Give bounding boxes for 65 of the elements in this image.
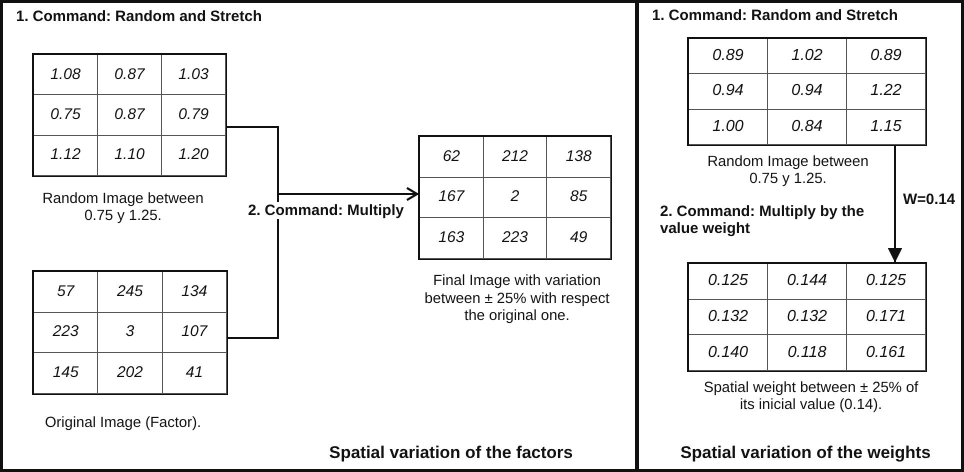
grid-cell: 3 — [98, 312, 163, 354]
grid-cell: 0.171 — [847, 300, 926, 336]
value-grid — [32, 53, 227, 177]
grid-cell: 212 — [484, 137, 548, 178]
grid-caption: Final Image with variation between ± 25% with respect the original one. — [424, 273, 610, 326]
grid-cell: 1.15 — [847, 110, 926, 145]
value-grid — [32, 270, 228, 395]
edge-label: 2. Command: Multiply — [247, 202, 405, 218]
grid-cell: 0.140 — [689, 335, 768, 371]
step-heading: 1. Command: Random and Stretch — [652, 6, 899, 24]
grid-caption: Original Image (Factor). — [44, 414, 202, 432]
grid-cell: 0.89 — [689, 39, 768, 74]
grid-cell: 245 — [98, 272, 163, 313]
grid-caption: Random Image between 0.75 y 1.25. — [706, 154, 870, 188]
grid-cell: 0.144 — [768, 264, 847, 300]
grid-cell: 1.02 — [768, 39, 847, 74]
grid-cell: 0.132 — [768, 300, 847, 336]
grid-cell: 0.132 — [689, 300, 768, 336]
grid-cell: 0.94 — [689, 74, 768, 110]
value-grid — [687, 262, 927, 372]
grid-cell: 0.118 — [768, 335, 847, 371]
value-grid — [418, 135, 612, 260]
grid-cell: 0.79 — [162, 95, 226, 136]
grid-cell: 167 — [420, 178, 484, 218]
connector-arrow — [888, 146, 902, 262]
step-heading: 2. Command: Multiply by the value weight — [660, 202, 866, 236]
grid-cell: 1.20 — [162, 136, 226, 176]
grid-cell: 0.125 — [847, 264, 926, 300]
grid-cell: 223 — [484, 218, 548, 259]
grid-cell: 41 — [162, 353, 227, 394]
connector-arrow — [228, 187, 418, 339]
grid-caption: Random Image between 0.75 y 1.25. — [41, 190, 205, 224]
grid-cell: 145 — [34, 353, 98, 394]
grid-cell: 163 — [420, 218, 484, 259]
grid-cell: 107 — [162, 312, 227, 354]
grid-cell: 2 — [484, 178, 548, 218]
grid-caption: Spatial weight between ± 25% of its inicial value (0.14). — [702, 380, 920, 414]
value-grid — [687, 37, 927, 146]
grid-cell: 0.94 — [768, 74, 847, 110]
grid-cell: 0.75 — [34, 95, 98, 136]
grid-cell: 0.87 — [98, 55, 162, 96]
panel-title: Spatial variation of the factors — [328, 443, 574, 463]
grid-cell: 49 — [547, 218, 611, 259]
step-heading: 1. Command: Random and Stretch — [16, 8, 263, 24]
grid-cell: 1.00 — [689, 110, 768, 145]
grid-cell: 223 — [34, 312, 98, 354]
grid-cell: 1.12 — [34, 136, 98, 176]
edge-label: W=0.14 — [903, 190, 956, 208]
grid-cell: 0.125 — [689, 264, 768, 300]
grid-cell: 134 — [162, 272, 227, 313]
grid-cell: 0.87 — [98, 95, 162, 136]
grid-cell: 1.22 — [847, 74, 926, 110]
grid-cell: 1.08 — [34, 55, 98, 96]
grid-cell: 138 — [547, 137, 611, 178]
grid-cell: 1.10 — [98, 136, 162, 176]
panel-title: Spatial variation of the weights — [679, 443, 932, 463]
grid-cell: 62 — [420, 137, 484, 178]
grid-cell: 0.84 — [768, 110, 847, 145]
grid-cell: 57 — [34, 272, 98, 313]
panel — [638, 0, 964, 472]
grid-cell: 0.161 — [847, 335, 926, 371]
grid-cell: 1.03 — [162, 55, 226, 96]
grid-cell: 202 — [98, 353, 163, 394]
grid-cell: 85 — [547, 178, 611, 218]
grid-cell: 0.89 — [847, 39, 926, 74]
